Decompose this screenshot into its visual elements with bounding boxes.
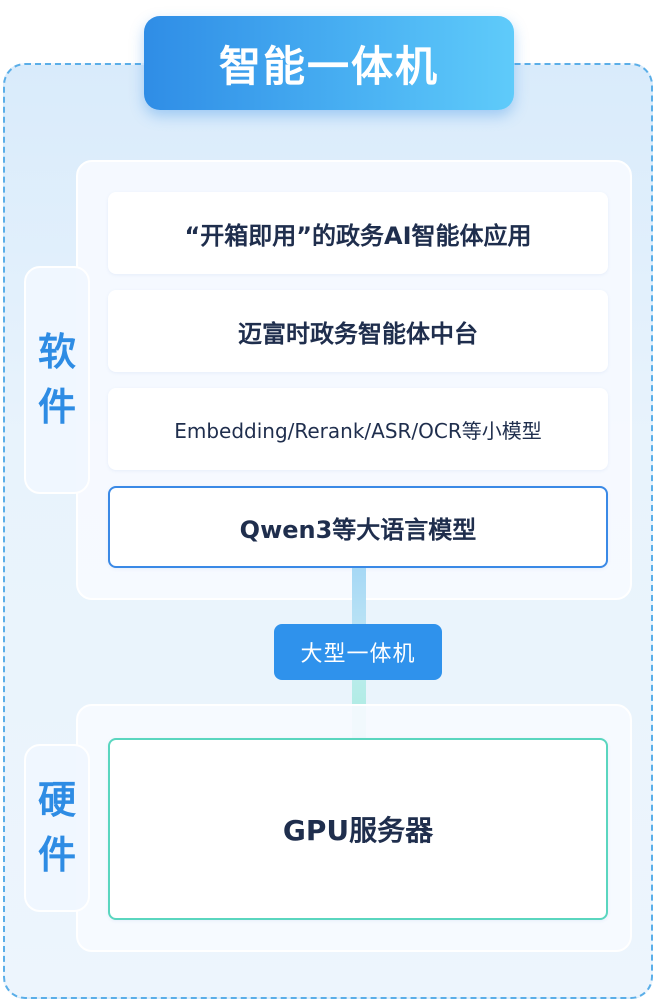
hardware-side-tab: 硬 件 — [24, 744, 90, 912]
layer-large-language-models: Qwen3等大语言模型 — [108, 486, 608, 568]
layer-small-models: Embedding/Rerank/ASR/OCR等小模型 — [108, 388, 608, 470]
connector-badge: 大型一体机 — [274, 624, 442, 680]
layer-agent-apps: “开箱即用”的政务AI智能体应用 — [108, 192, 608, 274]
software-tab-char-2: 件 — [37, 385, 76, 429]
software-tab-char-1: 软 — [37, 329, 76, 374]
software-side-tab: 软 件 — [24, 266, 90, 494]
hardware-tab-char-1: 硬 — [37, 777, 76, 822]
diagram-title: 智能一体机 — [144, 16, 514, 110]
hardware-tab-char-2: 件 — [37, 833, 76, 877]
layer-agent-middle-platform: 迈富时政务智能体中台 — [108, 290, 608, 372]
layer-gpu-server: GPU服务器 — [108, 738, 608, 920]
connector-line-top — [352, 568, 366, 624]
